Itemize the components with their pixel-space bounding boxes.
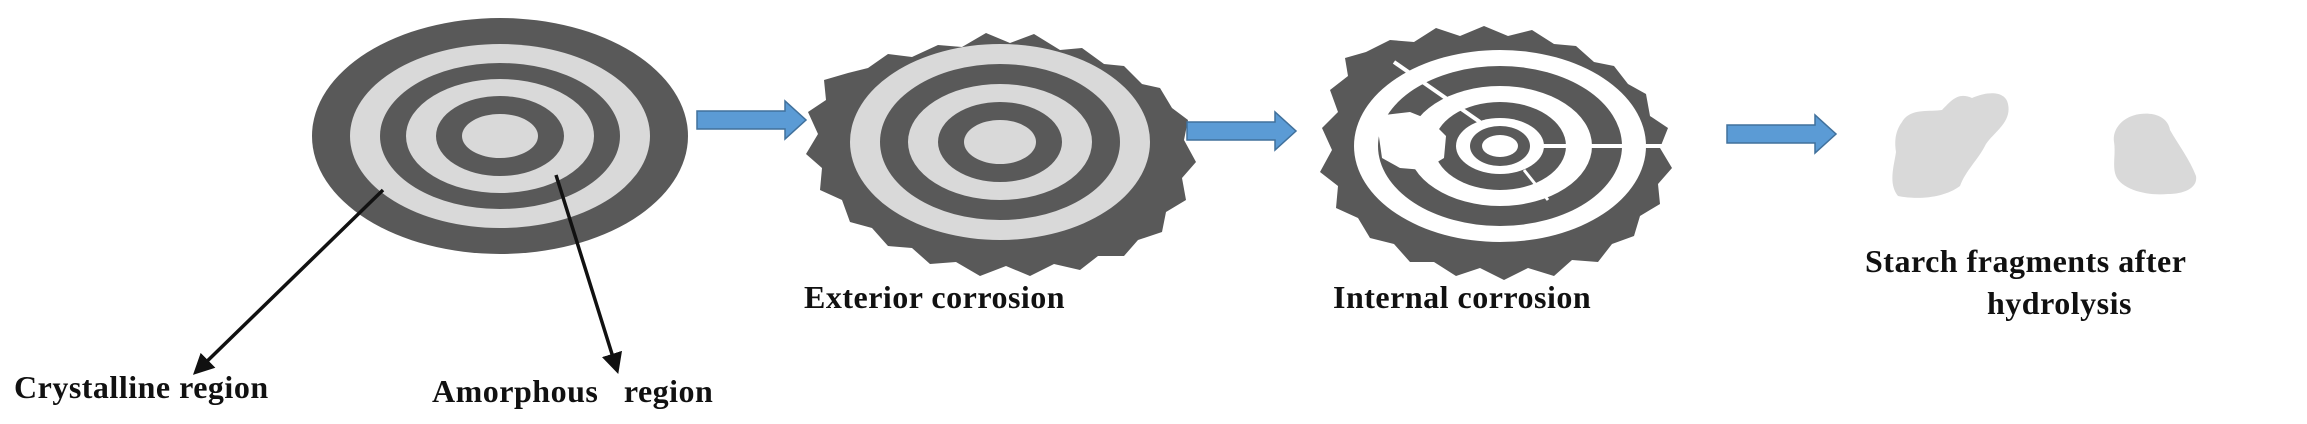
starch-fragments-label-line2: hydrolysis [1987,285,2132,321]
granule-core [462,114,538,158]
internal-channel-left [1376,112,1446,170]
internal-crack-upper [1392,60,1482,124]
internal-core [1482,135,1518,157]
crystalline-region-label: Crystalline region [14,369,269,405]
exterior-corroded-granule [806,33,1196,276]
process-arrow-1 [696,99,808,141]
process-arrow-2 [1186,110,1298,152]
exterior-core [964,120,1036,164]
exterior-corrosion-label: Exterior corrosion [804,279,1065,315]
crystalline-pointer-arrow [192,188,385,375]
internal-corrosion-label: Internal corrosion [1333,279,1591,315]
internal-crack-lower [1522,169,1550,201]
amorphous-pointer-arrow [554,174,623,375]
intact-granule [312,18,688,254]
internal-corroded-granule [1320,26,1672,280]
starch-fragment-2 [2113,113,2197,195]
amorphous-region-label: Amorphous region [432,373,713,409]
starch-fragment-1 [1892,93,2009,198]
process-arrow-3 [1726,113,1838,155]
starch-fragments-label-line1: Starch fragments after [1865,243,2186,279]
